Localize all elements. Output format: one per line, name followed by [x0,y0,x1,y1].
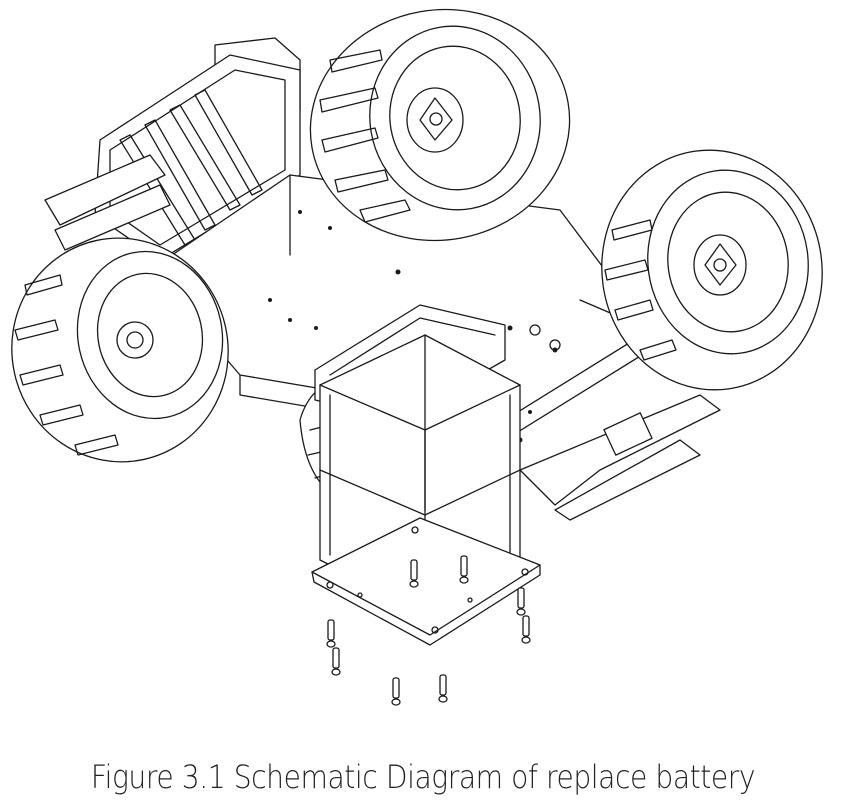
screw [332,648,340,675]
wheel-front-right [586,136,837,404]
screw [439,675,447,702]
screw [327,620,335,647]
screw [392,678,400,705]
screw [517,588,525,615]
screw [460,556,468,583]
rear-left-frame [45,38,300,260]
figure-caption: Figure 3.1 Schematic Diagram of replace … [90,758,756,796]
screw [410,560,418,587]
wheel-front-left [0,218,249,482]
screws [327,556,530,705]
wheel-rear-right [292,0,588,261]
screw [522,616,530,643]
battery-cover-plate [312,518,540,645]
figure-illustration [0,0,846,740]
